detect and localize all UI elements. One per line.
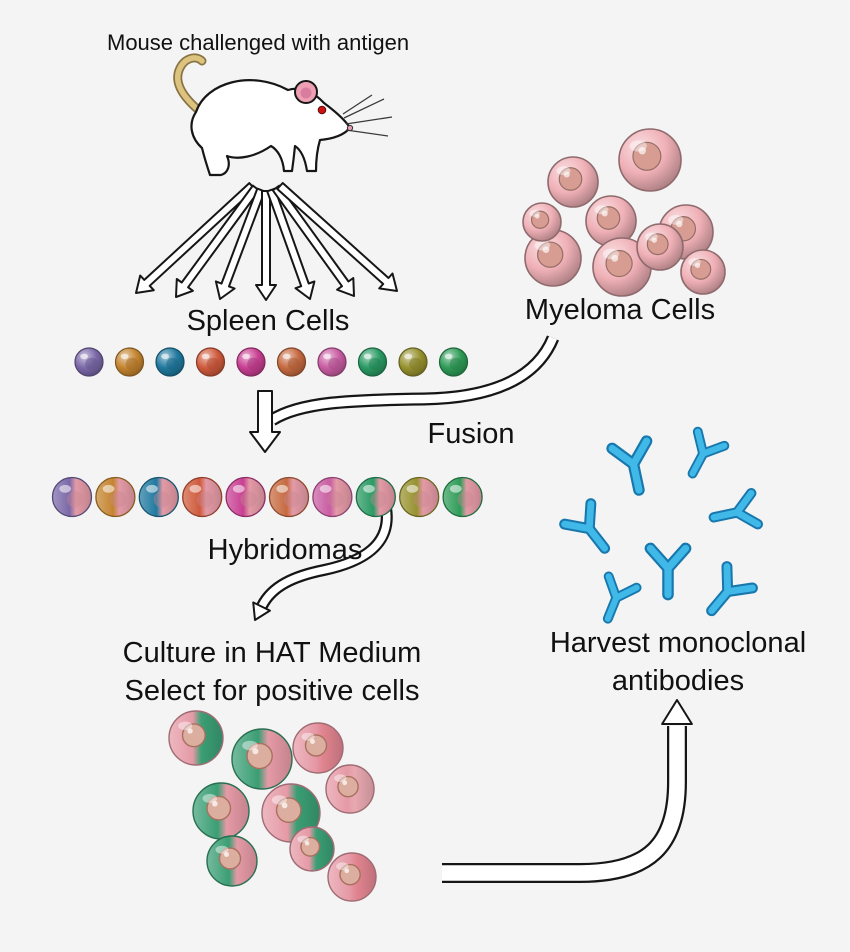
culture-cell [168,710,224,766]
spleen-cell [398,347,428,377]
mouse-ear-inner [300,87,312,99]
mouse-illustration [173,53,393,177]
hybridoma-cell [95,476,136,518]
culture-instruction-line1: Culture in HAT Medium [122,637,422,669]
spleen-cells-label: Spleen Cells [186,305,350,337]
myeloma-cell [618,128,682,192]
mouse-tail [175,55,206,117]
antibody-icon [708,488,763,530]
fusion-label: Fusion [427,418,515,450]
spleen-cell [114,347,145,377]
culture-cell [325,764,375,814]
spleen-cell [357,347,388,377]
myeloma-cell [522,202,562,242]
spleen-cells-row [74,347,469,377]
hybridoma-cells-row [51,476,483,518]
curved-arrow-band-fill [442,726,685,881]
myeloma-cell [585,195,637,247]
antibody-icon [602,571,642,624]
mouse-caption: Mouse challenged with antigen [107,30,410,55]
myeloma-cell [592,237,652,297]
culture-instruction-line2: Select for positive cells [124,675,420,708]
antibody-icon [606,435,653,496]
spleen-cell [438,347,469,377]
culture-cell [292,722,344,774]
myeloma-cell [547,156,599,208]
culture-cell [206,835,258,887]
curved-arrow-band-fill [269,336,557,424]
outline-arrow [255,190,277,301]
culture-cell [327,852,377,902]
hybridoma-cell [225,476,266,518]
myeloma-cells-label: Myeloma Cells [524,294,716,326]
myeloma-cell [524,229,582,287]
mouse-eye [317,105,327,115]
harvest-caption-line2: antibodies [611,665,745,698]
hybridoma-cell [138,476,179,518]
spleen-cell [155,347,185,377]
curved-arrow-band [442,726,687,883]
myeloma-cells-cluster [522,128,726,297]
spleen-cell [195,347,226,377]
outline-arrow [135,182,256,294]
hybridoma-cell [51,476,93,518]
hybridoma-cell [442,476,483,518]
spleen-cell [74,347,104,377]
harvest-caption: Harvest monoclonal antibodies [550,624,806,701]
outline-arrow [249,390,281,453]
outline-arrow [214,187,266,300]
flow-arrows [249,335,693,883]
hybridoma-cell [268,476,310,518]
spleen-cell [317,347,347,377]
antibody-icon [644,542,692,601]
hybridoma-cell [399,476,440,518]
curved-arrow-band-fill [258,507,391,608]
antibody-icon [687,426,730,479]
outline-arrow [266,187,316,300]
culture-cell [289,826,335,872]
antigen-fan-arrows [135,182,398,301]
mouse-nose [346,124,354,132]
outline-arrow [175,184,261,298]
antibody-icon [559,498,611,554]
culture-cell [231,728,293,790]
hybridoma-cell [182,476,223,518]
outline-arrow [276,182,398,292]
myeloma-cell [636,223,684,271]
arrowhead [252,601,271,621]
arrowhead [661,699,693,725]
culture-cells-cluster [168,710,377,902]
hybridoma-cell [355,476,396,518]
hybridoma-cell [312,476,353,518]
mouse-body [190,79,352,177]
hybridomas-label: Hybridomas [207,534,363,566]
culture-instruction: Culture in HAT Medium Select for positiv… [123,634,422,711]
spleen-cell [276,347,307,377]
harvest-caption-line1: Harvest monoclonal [549,627,807,659]
antibodies-cluster [559,426,763,624]
spleen-cell [236,347,266,377]
mouse-whiskers [342,94,393,137]
antibody-icon [706,561,758,617]
culture-cell [192,782,250,840]
myeloma-cell [680,249,726,295]
